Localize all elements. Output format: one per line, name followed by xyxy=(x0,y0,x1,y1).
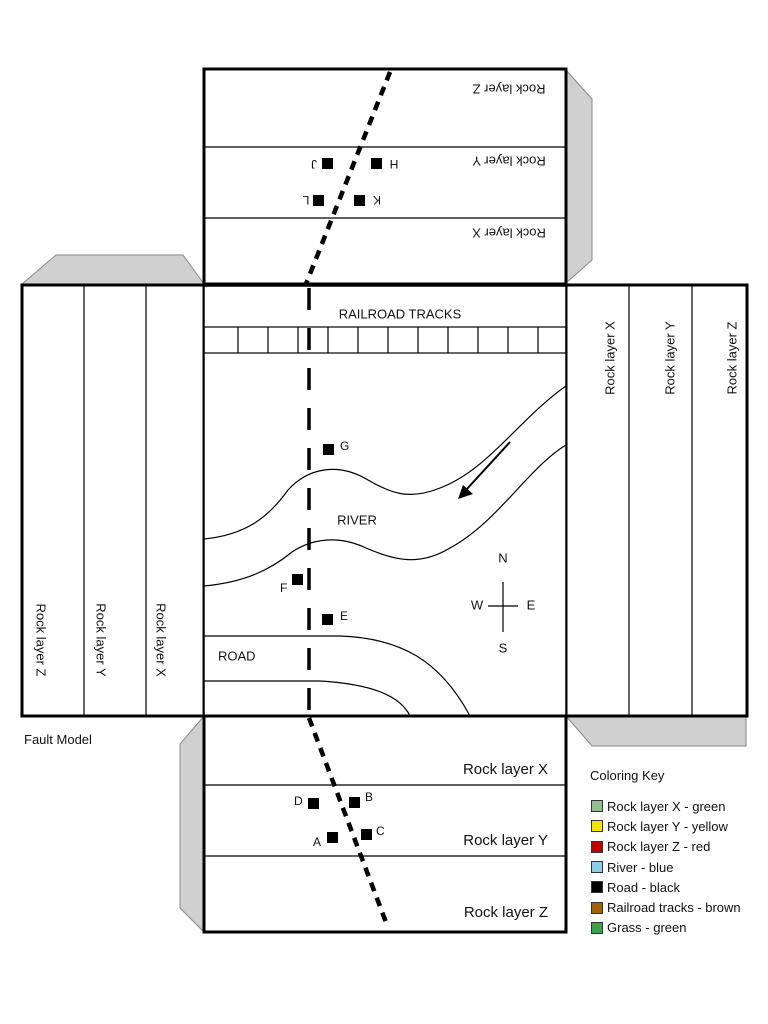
glue-tab-top-right xyxy=(565,68,593,285)
label-point-a: A xyxy=(313,835,321,849)
label-bottom-rock-z: Rock layer Z xyxy=(464,904,548,921)
label-point-k: K xyxy=(373,193,381,207)
river xyxy=(203,385,567,587)
swatch-rock-x xyxy=(591,800,603,813)
compass-east: E xyxy=(527,597,536,612)
label-point-g: G xyxy=(340,439,349,453)
label-top-rock-x: Rock layer X xyxy=(472,226,546,241)
map-panel: RAILROAD TRACKS RIVER ROAD N S W E xyxy=(203,285,567,717)
marker-f xyxy=(292,574,303,585)
label-right-rock-z: Rock layer Z xyxy=(724,321,739,394)
label-point-b: B xyxy=(365,790,373,804)
label-top-rock-y: Rock layer Y xyxy=(472,154,546,169)
swatch-road xyxy=(591,881,603,894)
key-item-road: Road - black xyxy=(591,877,741,897)
marker-a xyxy=(327,832,338,843)
label-top-rock-z: Rock layer Z xyxy=(472,82,545,97)
label-point-h: H xyxy=(390,157,399,171)
label-left-rock-y: Rock layer Y xyxy=(94,603,109,677)
glue-tab-bottom-right xyxy=(564,715,747,747)
key-label-rock-z: Rock layer Z - red xyxy=(607,839,711,855)
marker-j xyxy=(322,158,333,169)
swatch-rock-y xyxy=(591,820,603,833)
key-item-rock-y: Rock layer Y - yellow xyxy=(591,816,741,836)
coloring-key-title: Coloring Key xyxy=(590,768,665,783)
label-road: ROAD xyxy=(218,648,256,663)
swatch-rock-z xyxy=(591,840,603,853)
fault-line xyxy=(303,71,393,926)
fault-model-caption: Fault Model xyxy=(24,732,92,747)
marker-d xyxy=(308,798,319,809)
marker-l xyxy=(313,195,324,206)
label-point-f: F xyxy=(280,581,287,595)
marker-g xyxy=(323,444,334,455)
label-point-d: D xyxy=(294,794,303,808)
label-bottom-rock-y: Rock layer Y xyxy=(463,832,548,849)
label-point-c: C xyxy=(376,824,385,838)
swatch-grass xyxy=(591,921,603,934)
key-item-rock-z: Rock layer Z - red xyxy=(591,837,741,857)
label-river: RIVER xyxy=(337,512,377,527)
label-railroad-tracks: RAILROAD TRACKS xyxy=(339,306,462,321)
fault-line-top xyxy=(303,71,393,285)
bottom-panel: Rock layer X Rock layer Y Rock layer Z xyxy=(202,714,568,934)
compass-rose: N S W E xyxy=(471,550,536,655)
glue-tab-bottom-left xyxy=(179,714,205,934)
railroad-tracks xyxy=(203,326,567,354)
top-panel: Rock layer Z Rock layer Y Rock layer X xyxy=(202,67,568,286)
marker-e xyxy=(322,614,333,625)
key-item-grass: Grass - green xyxy=(591,918,741,938)
swatch-river xyxy=(591,861,603,874)
marker-b xyxy=(349,797,360,808)
swatch-railroad xyxy=(591,901,603,914)
fault-line-bottom xyxy=(306,717,390,926)
glue-tab-left xyxy=(20,254,205,285)
left-panel: Rock layer Z Rock layer Y Rock layer X xyxy=(20,283,206,718)
road xyxy=(204,635,471,717)
compass-north: N xyxy=(498,550,507,565)
marker-h xyxy=(371,158,382,169)
label-point-j: J xyxy=(311,157,317,171)
key-label-river: River - blue xyxy=(607,859,674,875)
compass-west: W xyxy=(471,597,484,612)
label-right-rock-x: Rock layer X xyxy=(602,321,617,395)
marker-k xyxy=(354,195,365,206)
key-item-river: River - blue xyxy=(591,857,741,877)
key-label-rock-y: Rock layer Y - yellow xyxy=(607,818,728,834)
right-panel: Rock layer X Rock layer Y Rock layer Z xyxy=(564,283,749,718)
key-label-road: Road - black xyxy=(607,879,680,895)
key-item-rock-x: Rock layer X - green xyxy=(591,796,741,816)
marker-c xyxy=(361,829,372,840)
point-markers: H J K L G F E D B A C xyxy=(280,157,398,849)
key-label-rock-x: Rock layer X - green xyxy=(607,798,726,814)
coloring-key-list: Rock layer X - green Rock layer Y - yell… xyxy=(591,796,741,938)
label-left-rock-z: Rock layer Z xyxy=(34,604,49,677)
compass-south: S xyxy=(499,640,508,655)
label-point-l: L xyxy=(302,193,309,207)
key-label-railroad: Railroad tracks - brown xyxy=(607,900,741,916)
label-right-rock-y: Rock layer Y xyxy=(662,321,677,395)
key-item-railroad: Railroad tracks - brown xyxy=(591,897,741,917)
label-bottom-rock-x: Rock layer X xyxy=(463,761,548,778)
label-left-rock-x: Rock layer X xyxy=(154,603,169,677)
key-label-grass: Grass - green xyxy=(607,920,687,936)
river-flow-arrow xyxy=(458,441,511,499)
label-point-e: E xyxy=(340,609,348,623)
